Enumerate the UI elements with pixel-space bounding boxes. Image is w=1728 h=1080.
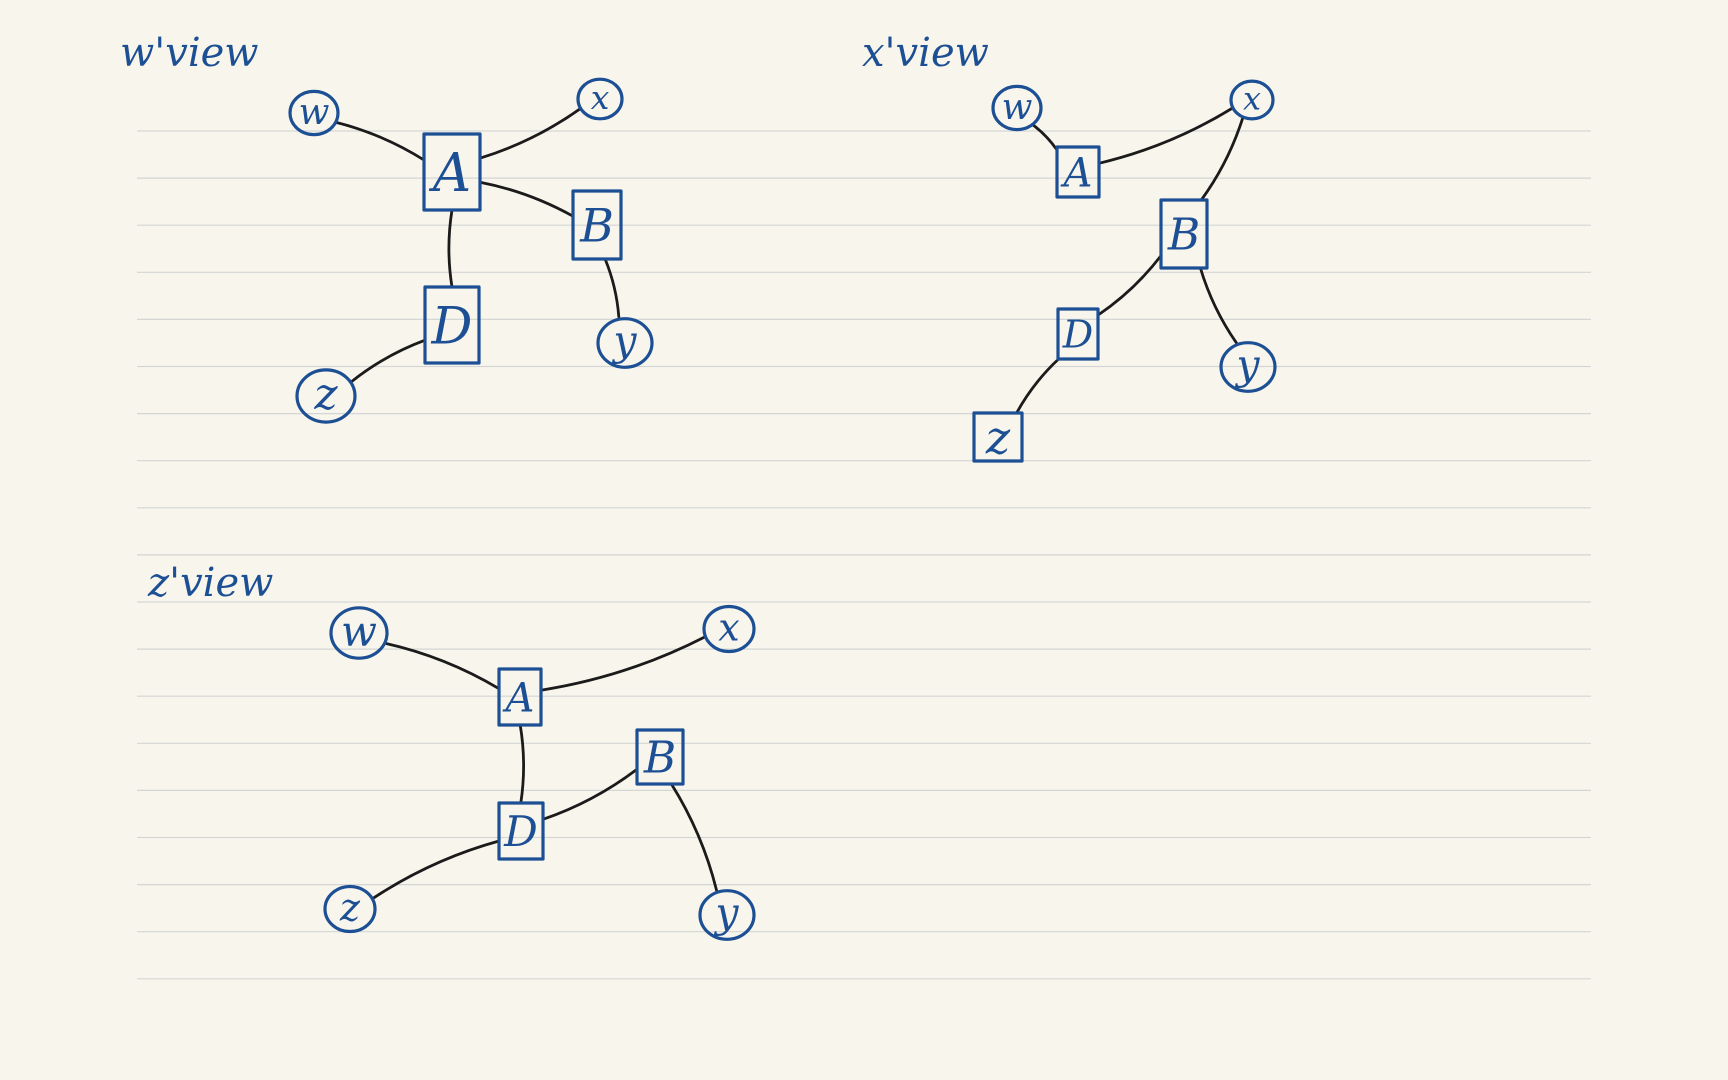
- node-label: B: [643, 733, 676, 784]
- node-x-host: x: [576, 77, 624, 121]
- node-label: z: [339, 885, 361, 929]
- node-label: w: [1002, 87, 1033, 128]
- diagram-z-view: w xA B Dy z: [323, 604, 756, 941]
- host-circle: [329, 606, 389, 660]
- node-y-host: y: [1219, 341, 1277, 393]
- node-x-host: x: [1229, 79, 1275, 121]
- edge-A-B: [478, 180, 575, 218]
- node-label: A: [502, 675, 535, 721]
- edge-D-z: [349, 338, 427, 384]
- edge-B-y: [670, 782, 718, 892]
- node-label: D: [1062, 313, 1093, 357]
- router-box: [1055, 145, 1101, 199]
- node-label: A: [1060, 150, 1093, 196]
- edge-w-A: [1032, 124, 1059, 152]
- edge-w-A: [383, 641, 501, 691]
- node-A-router: A: [422, 132, 482, 212]
- edge-A-x: [1097, 106, 1234, 165]
- ruled-lines: [137, 130, 1591, 980]
- edge-A-x: [478, 107, 582, 160]
- node-label: z: [985, 410, 1011, 464]
- router-box: [497, 667, 543, 727]
- node-z-router: z: [972, 410, 1024, 464]
- node-w-host: w: [288, 89, 340, 137]
- node-B-router: B: [571, 189, 623, 261]
- host-circle: [295, 368, 357, 424]
- edge-B-y: [1199, 266, 1238, 345]
- router-box: [497, 801, 545, 861]
- view-title-w: w'view: [120, 30, 259, 76]
- node-label: D: [503, 807, 538, 856]
- diagram-x-view: w xA B Dy z: [972, 79, 1277, 464]
- edge-x-B: [1199, 117, 1244, 202]
- node-label: x: [591, 78, 610, 117]
- edge-D-z: [1015, 357, 1060, 415]
- host-circle: [323, 884, 377, 934]
- host-circle: [698, 889, 756, 941]
- router-box: [635, 728, 685, 786]
- node-w-host: w: [329, 606, 389, 660]
- node-z-host: z: [295, 368, 357, 424]
- host-circle: [596, 317, 654, 369]
- node-y-host: y: [698, 889, 756, 941]
- router-box: [571, 189, 623, 261]
- node-D-router: D: [497, 801, 545, 861]
- node-label: w: [299, 92, 330, 133]
- node-label: z: [313, 369, 338, 420]
- router-box: [972, 411, 1024, 463]
- router-box: [1056, 307, 1100, 361]
- node-label: y: [713, 889, 739, 937]
- node-A-router: A: [497, 667, 543, 727]
- host-circle: [576, 77, 624, 121]
- edge-A-x: [539, 635, 707, 692]
- node-D-router: D: [423, 285, 481, 365]
- node-y-host: y: [596, 317, 654, 369]
- node-D-router: D: [1056, 307, 1100, 361]
- edge-A-D: [518, 723, 525, 805]
- router-box: [1159, 198, 1209, 270]
- host-circle: [288, 89, 340, 137]
- edge-w-A: [334, 121, 426, 162]
- node-label: x: [718, 605, 739, 649]
- edge-A-D: [447, 208, 454, 289]
- router-box: [422, 132, 482, 212]
- node-x-host: x: [702, 604, 756, 654]
- node-B-router: B: [1159, 198, 1209, 270]
- node-label: x: [1243, 79, 1261, 117]
- node-label: B: [1167, 210, 1200, 261]
- node-label: y: [1234, 341, 1260, 389]
- node-z-host: z: [323, 884, 377, 934]
- view-title-x: x'view: [862, 30, 989, 76]
- node-label: B: [579, 198, 614, 252]
- node-B-router: B: [635, 728, 685, 786]
- router-box: [423, 285, 481, 365]
- host-circle: [702, 604, 756, 654]
- edge-D-z: [371, 839, 501, 900]
- node-A-router: A: [1055, 145, 1101, 199]
- edge-B-y: [603, 257, 621, 319]
- host-circle: [1229, 79, 1275, 121]
- node-w-host: w: [991, 84, 1043, 132]
- node-label: w: [341, 607, 377, 656]
- node-label: A: [428, 143, 471, 204]
- edge-B-D: [1096, 254, 1163, 317]
- node-label: y: [611, 317, 637, 365]
- host-circle: [991, 84, 1043, 132]
- view-title-z: z'view: [147, 560, 273, 606]
- host-circle: [1219, 341, 1277, 393]
- edge-D-B: [541, 767, 639, 821]
- node-label: D: [431, 297, 473, 356]
